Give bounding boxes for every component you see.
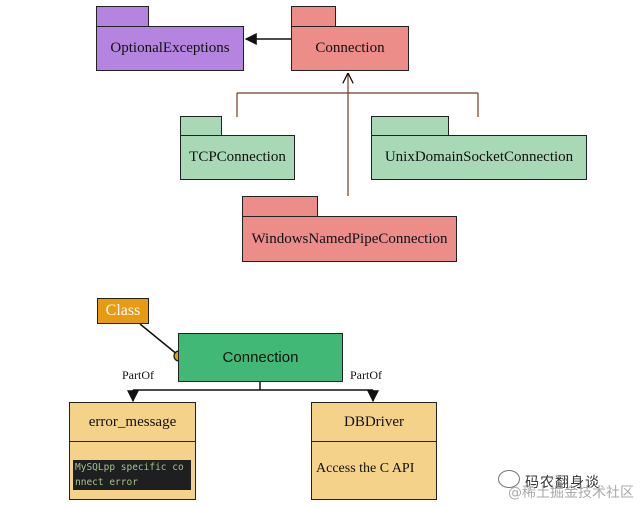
connection-class-box: Connection — [178, 333, 343, 382]
class-tag: Class — [97, 298, 149, 324]
pipe-connection-tab — [242, 196, 318, 217]
pipe-connection-box: WindowsNamedPipeConnection — [242, 216, 457, 262]
part-of-left-label: PartOf — [122, 368, 154, 382]
code-line-1: MySQLpp specific co — [75, 462, 184, 473]
code-line-2: nnect error — [75, 477, 138, 488]
dbdriver-title: DBDriver — [312, 403, 436, 442]
connection-tab — [291, 6, 336, 27]
dbdriver-description: Access the C API — [316, 461, 415, 476]
unix-connection-box: UnixDomainSocketConnection — [371, 135, 587, 180]
error-message-title: error_message — [70, 403, 195, 442]
watermark-line2: @稀土掘金技术社区 — [508, 485, 634, 501]
watermark-line1: 码农翻身谈 — [525, 475, 600, 491]
optional-exceptions-label: OptionalExceptions — [110, 40, 230, 56]
wechat-icon — [498, 470, 520, 488]
unix-connection-label: UnixDomainSocketConnection — [384, 149, 574, 165]
connection-box: Connection — [291, 26, 409, 71]
error-message-box: error_message MySQLpp specific co nnect … — [69, 402, 196, 500]
error-message-code: MySQLpp specific co nnect error — [73, 460, 191, 490]
tcp-connection-label: TCPConnection — [189, 149, 286, 165]
part-of-right-label: PartOf — [350, 368, 382, 382]
connection-label: Connection — [315, 40, 385, 56]
unix-connection-tab — [371, 116, 449, 136]
pipe-connection-label: WindowsNamedPipeConnection — [251, 230, 448, 247]
optional-exceptions-tab — [96, 6, 149, 27]
dbdriver-box: DBDriver Access the C API — [311, 402, 437, 500]
tcp-connection-box: TCPConnection — [180, 135, 295, 180]
edge-class-tag — [139, 323, 179, 356]
tcp-connection-tab — [180, 116, 222, 136]
optional-exceptions-box: OptionalExceptions — [96, 26, 244, 71]
